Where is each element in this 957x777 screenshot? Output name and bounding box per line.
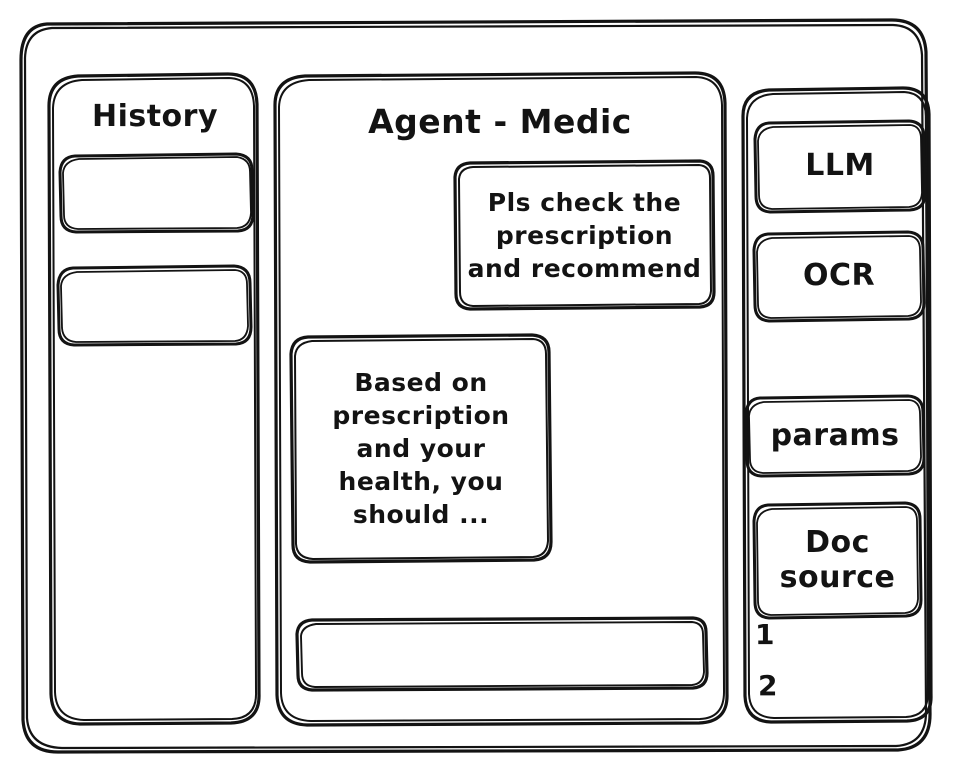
agent-title: Agent - Medic — [368, 101, 632, 141]
history-panel-title: History — [91, 98, 219, 134]
user-message-bubble: Pls check the prescription and recommend — [467, 187, 702, 283]
tool-card-params[interactable]: params — [770, 417, 900, 453]
history-item-2[interactable] — [58, 266, 251, 345]
history-item-1[interactable] — [60, 154, 253, 232]
doc-source-item-1[interactable]: 1 — [755, 617, 775, 651]
assistant-message-bubble: Based on prescription and your health, y… — [332, 368, 510, 529]
tool-card-doc-source[interactable]: Doc source — [779, 524, 896, 595]
tool-card-llm[interactable]: LLM — [805, 148, 875, 184]
message-composer-input[interactable] — [297, 618, 707, 690]
doc-source-item-2[interactable]: 2 — [758, 668, 778, 702]
tool-card-ocr[interactable]: OCR — [802, 258, 876, 294]
